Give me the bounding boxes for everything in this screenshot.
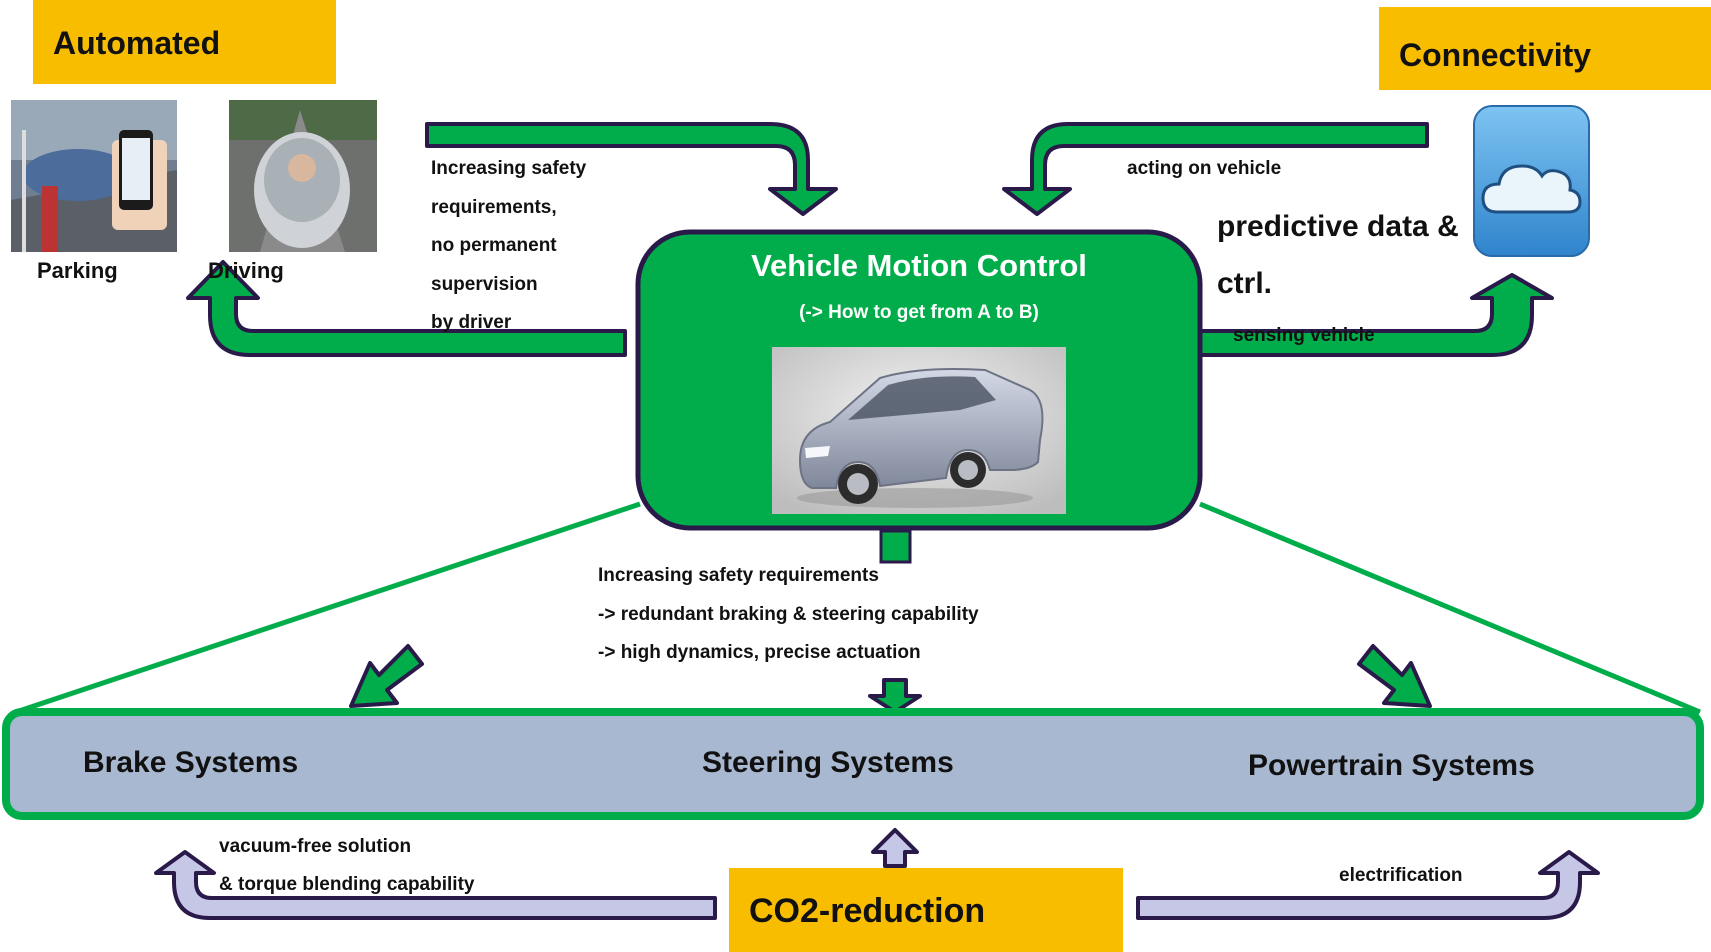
middle-note-line: -> high dynamics, precise actuation: [598, 642, 921, 663]
arrow-to-automated: [186, 260, 627, 357]
connector-line-right: [1199, 501, 1701, 715]
arrow-acting-on-vehicle: [1002, 122, 1429, 216]
sensing-vehicle-label: sensing vehicle: [1233, 325, 1375, 346]
vehicle-motion-control-title: Vehicle Motion Control: [751, 248, 1087, 283]
arrow-center-down-stem: [879, 529, 912, 564]
safety-requirements-note: Increasing safety requirements, no perma…: [431, 150, 586, 343]
connector-line-left: [15, 501, 641, 715]
automated-header: Automated: [33, 0, 336, 84]
connectivity-title: Connectivity: [1399, 37, 1592, 73]
arrow-sensing-vehicle: [1194, 273, 1554, 357]
middle-note-line: Increasing safety requirements: [598, 565, 879, 586]
co2-reduction-title: CO2-reduction: [749, 892, 986, 930]
vehicle-motion-control-subtitle: (-> How to get from A to B): [799, 302, 1039, 323]
co2-reduction-box: CO2-reduction: [729, 868, 1123, 952]
systems-bar: [2, 708, 1704, 820]
acting-on-vehicle-label: acting on vehicle: [1127, 158, 1282, 179]
safety-note-line: by driver: [431, 312, 512, 333]
parking-label: Parking: [37, 258, 118, 283]
safety-note-line: no permanent: [431, 235, 557, 256]
brake-systems-label: Brake Systems: [83, 746, 299, 779]
cloud-icon: [1473, 105, 1590, 257]
arrow-co2-to-steering: [871, 828, 919, 868]
predictive-data-label: predictive data &: [1217, 210, 1459, 243]
arrow-down-to-steering: [868, 678, 922, 714]
arrow-co2-to-powertrain: [1136, 850, 1600, 920]
vacuum-free-note: vacuum-free solution: [219, 836, 412, 857]
arrow-diagonal-to-powertrain: [1357, 644, 1432, 708]
middle-safety-note: Increasing safety requirements -> redund…: [598, 557, 979, 673]
driving-photo: [229, 100, 377, 252]
arrow-safety-into-center: [425, 122, 838, 216]
safety-note-line: supervision: [431, 273, 538, 295]
safety-note-line: Increasing safety: [431, 158, 587, 179]
arrow-co2-brake-final: [154, 850, 717, 920]
predictive-ctrl-label: ctrl.: [1217, 267, 1273, 300]
car-photo: [772, 347, 1066, 514]
parking-photo: [11, 100, 177, 252]
connectivity-header: Connectivity: [1379, 7, 1711, 90]
arrow-diagonal-to-brake: [349, 644, 424, 708]
driving-label: Driving: [208, 258, 284, 283]
automated-title: Automated: [53, 25, 221, 61]
torque-blending-note: & torque blending capability: [219, 874, 475, 895]
safety-note-line: requirements,: [431, 196, 557, 218]
steering-systems-label: Steering Systems: [702, 746, 954, 779]
middle-note-line: -> redundant braking & steering capabili…: [598, 603, 979, 625]
powertrain-systems-label: Powertrain Systems: [1248, 749, 1535, 782]
electrification-note: electrification: [1339, 865, 1463, 886]
